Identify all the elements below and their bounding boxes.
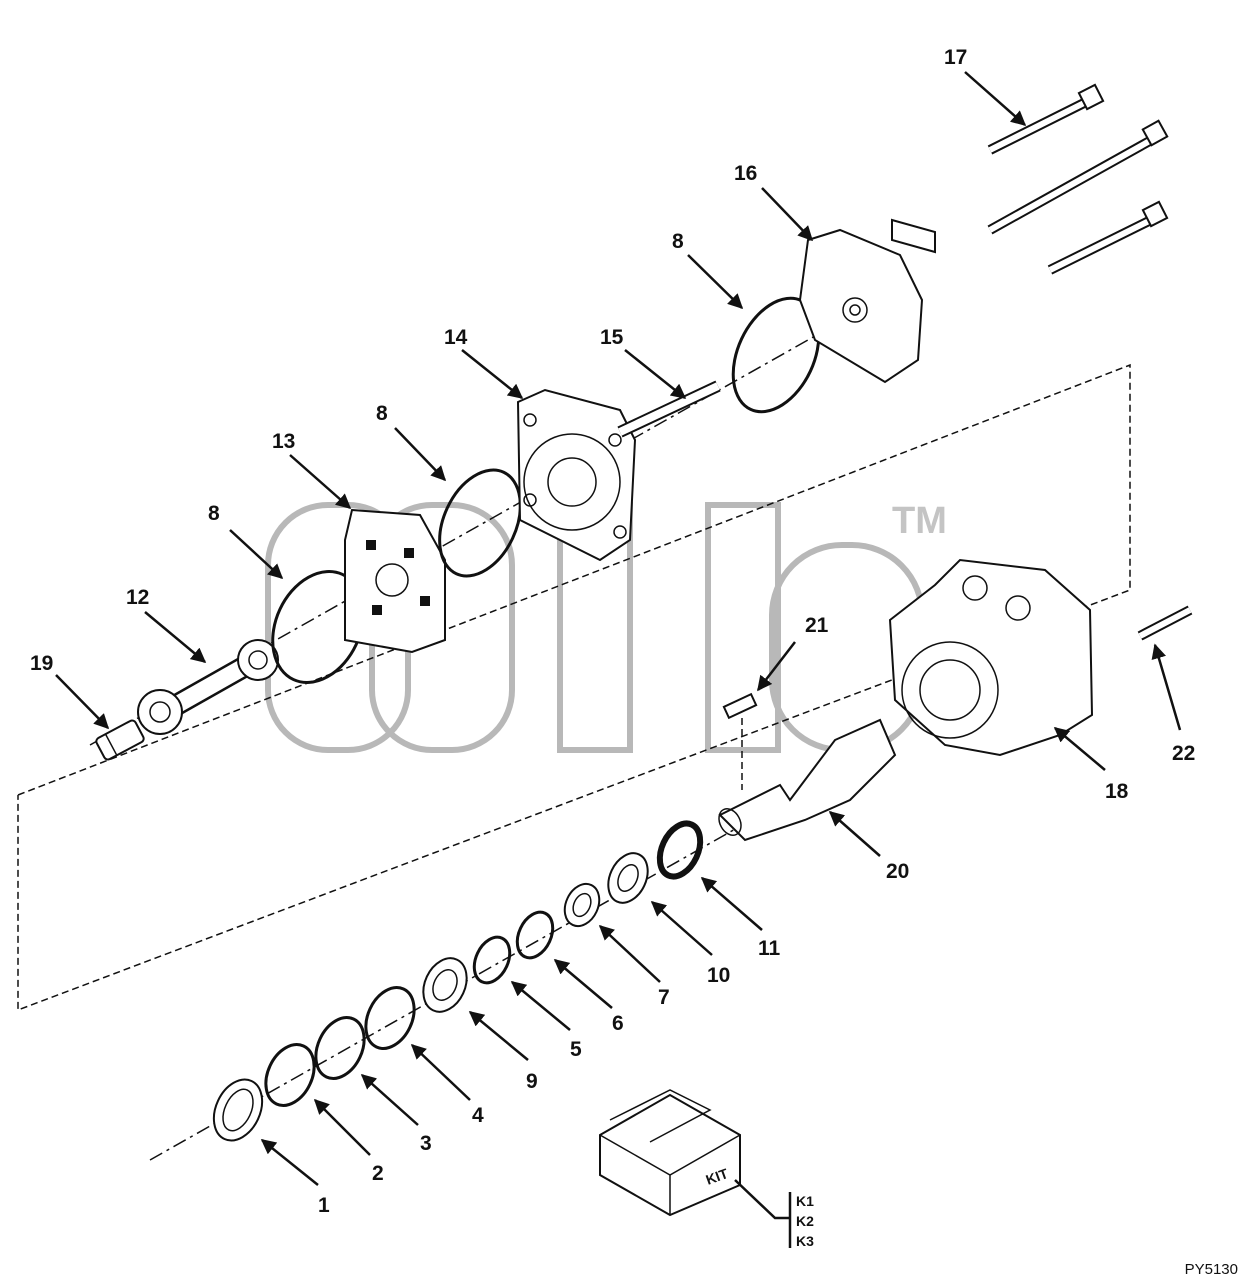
seal [314,1016,366,1080]
thrust-washer [607,852,649,904]
bearing [422,957,468,1013]
kit-box-label: KIT [704,1165,731,1188]
callout-12: 12 [126,586,149,609]
callout-7: 7 [658,986,670,1009]
end-cover [798,218,936,384]
cap-screws [987,83,1169,275]
kit-box: KIT [599,1089,792,1248]
gerotor-housing [516,388,637,562]
retaining-ring [364,986,416,1050]
callout-6: 6 [612,1012,624,1035]
callout-19: 19 [30,652,53,675]
watermark-trademark: TM [892,500,947,542]
thrust-bearing [656,820,704,880]
shaft-key [722,692,758,720]
callout-3: 3 [420,1132,432,1155]
ring-5 [472,935,512,985]
valve-plate [344,508,446,654]
kit-label: K1 [796,1193,814,1209]
reference-code: PY5130 [1184,1261,1238,1278]
callout-20: 20 [886,860,909,883]
callout-labels: 1 2 3 4 5 6 7 8 8 8 9 10 11 12 13 14 15 … [30,46,1195,1217]
callout-8c: 8 [672,230,684,253]
callout-2: 2 [372,1162,384,1185]
callout-1: 1 [318,1194,330,1217]
callout-10: 10 [707,964,730,987]
callout-5: 5 [570,1038,582,1061]
callout-21: 21 [805,614,829,637]
output-shaft [718,718,897,842]
washer-7 [563,882,601,928]
callout-22: 22 [1172,742,1195,765]
callout-13: 13 [272,430,295,453]
callout-15: 15 [600,326,624,349]
dowel-pin [617,380,721,438]
callout-18: 18 [1105,780,1129,803]
coupling-sleeve [95,719,145,761]
callout-16: 16 [734,162,757,185]
gear-shaft [137,639,279,735]
o-ring [438,468,522,578]
o-ring [271,570,365,684]
callout-9: 9 [526,1070,538,1093]
callout-14: 14 [444,326,468,349]
seal-ring [212,1078,264,1142]
housing-axis-boundary [17,363,1131,1012]
main-housing [888,558,1094,757]
watermark-logo [265,502,925,753]
callout-17: 17 [944,46,967,69]
callout-8b: 8 [376,402,388,425]
housing-bolt [1137,605,1193,641]
callout-11: 11 [758,937,781,960]
callout-8a: 8 [208,502,220,525]
callout-4: 4 [472,1104,484,1127]
kit-label: K2 [796,1213,814,1229]
backup-ring [264,1043,316,1107]
ring-6 [515,910,555,960]
kit-label: K3 [796,1233,814,1249]
leader-lines [55,71,1182,1186]
